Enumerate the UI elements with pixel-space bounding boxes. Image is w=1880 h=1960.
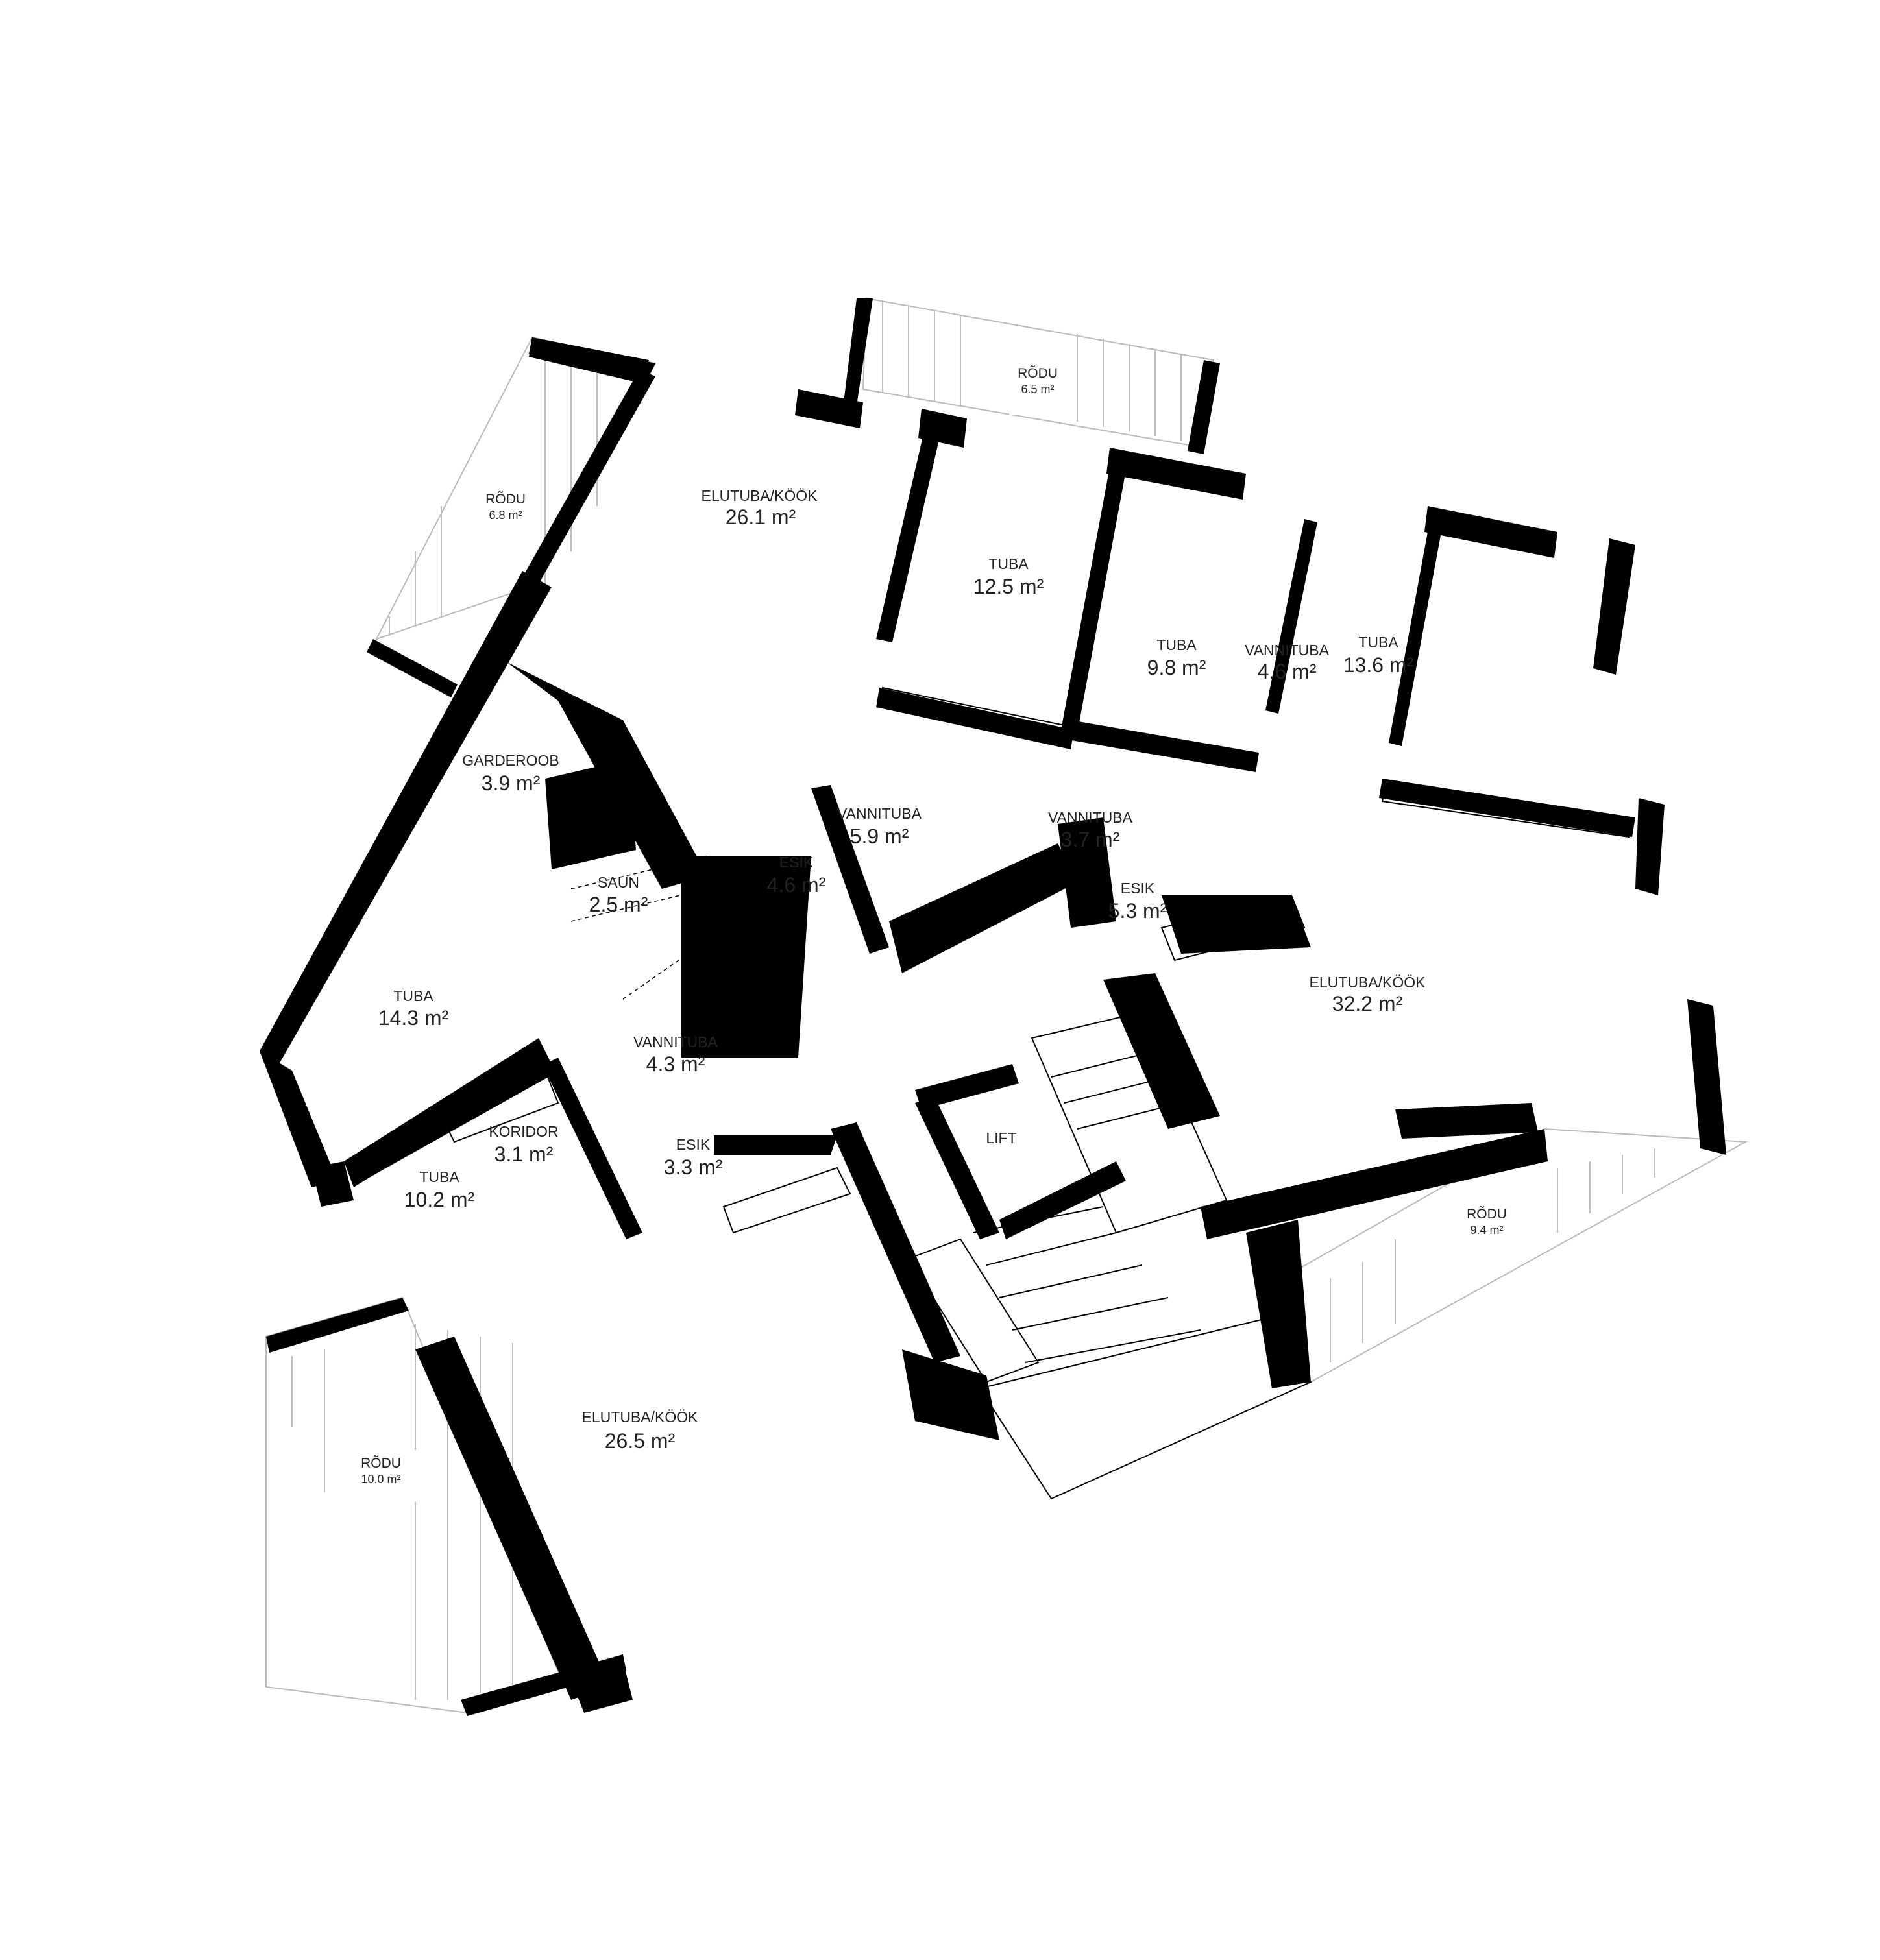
room-name: VANNITUBA	[1048, 809, 1133, 826]
room-label-tuba-north-1: TUBA 12.5 m²	[973, 555, 1044, 598]
room-name: ESIK	[779, 854, 814, 871]
room-name: ESIK	[1121, 880, 1155, 897]
room-area: 9.8 m²	[1147, 656, 1206, 679]
room-label-garderoob: GARDEROOB 3.9 m²	[462, 752, 559, 795]
room-name: TUBA	[1156, 636, 1197, 653]
balcony-area: 6.8 m²	[489, 509, 522, 522]
dashed-shower-lines	[570, 856, 708, 1000]
room-area: 3.7 m²	[1061, 828, 1120, 851]
exterior-walls	[260, 337, 1726, 1713]
room-label-vannituba-north: VANNITUBA 4.6 m²	[1245, 642, 1330, 683]
balcony-label-southwest: RÕDU 10.0 m²	[361, 1450, 435, 1502]
room-label-vannituba-center-2: VANNITUBA 3.7 m²	[1048, 809, 1133, 851]
room-name: SAUN	[598, 874, 639, 891]
room-area: 4.6 m²	[767, 873, 826, 897]
room-area: 32.2 m²	[1332, 992, 1403, 1015]
room-label-koridor: KORIDOR 3.1 m²	[489, 1123, 558, 1166]
room-label-esik-east: ESIK 5.3 m²	[1108, 880, 1167, 923]
room-name: ESIK	[676, 1136, 711, 1153]
room-area: 4.6 m²	[1258, 660, 1317, 683]
balcony-label-north: RÕDU 6.5 m²	[1009, 363, 1061, 415]
room-area: 3.1 m²	[494, 1143, 554, 1166]
room-area: 4.3 m²	[646, 1052, 705, 1076]
room-label-esik-south: ESIK 3.3 m²	[664, 1136, 723, 1179]
balcony-name: RÕDU	[485, 491, 526, 507]
room-name: VANNITUBA	[1245, 642, 1330, 659]
balcony-label-northwest: RÕDU 6.8 m²	[467, 483, 526, 535]
room-label-vannituba-west: VANNITUBA 4.3 m²	[633, 1034, 718, 1076]
room-label-elutuba-kook-north: ELUTUBA/KÖÖK 26.1 m²	[702, 487, 818, 529]
room-area: 13.6 m²	[1343, 653, 1414, 677]
room-label-tuba-west: TUBA 14.3 m²	[378, 987, 449, 1030]
room-label-saun: SAUN 2.5 m²	[589, 874, 648, 916]
balcony-name: RÕDU	[1018, 365, 1058, 381]
balcony-area: 6.5 m²	[1021, 383, 1054, 396]
balcony-name: RÕDU	[1467, 1206, 1507, 1222]
room-label-elutuba-kook-south: ELUTUBA/KÖÖK 26.5 m²	[582, 1409, 699, 1453]
room-label-tuba-northeast: TUBA 13.6 m²	[1343, 634, 1414, 677]
wardrobes	[440, 686, 1633, 1234]
balcony-label-east: RÕDU 9.4 m²	[1450, 1200, 1507, 1252]
balcony-area: 9.4 m²	[1470, 1224, 1503, 1237]
room-area: 3.9 m²	[482, 771, 541, 795]
room-area: 12.5 m²	[973, 575, 1044, 598]
room-label-vannituba-center-1: VANNITUBA 5.9 m²	[837, 805, 922, 848]
room-name: ELUTUBA/KÖÖK	[582, 1409, 699, 1425]
room-name: TUBA	[1358, 634, 1398, 651]
room-label-lift: LIFT	[986, 1130, 1016, 1146]
room-area: 10.2 m²	[404, 1188, 475, 1211]
room-name: VANNITUBA	[633, 1034, 718, 1050]
staircase	[907, 1011, 1312, 1500]
room-label-elutuba-kook-east: ELUTUBA/KÖÖK 32.2 m²	[1310, 974, 1426, 1015]
room-label-tuba-southwest: TUBA 10.2 m²	[404, 1168, 475, 1211]
room-name: LIFT	[986, 1130, 1016, 1146]
room-label-esik-center: ESIK 4.6 m²	[767, 854, 826, 897]
room-area: 5.9 m²	[850, 825, 909, 848]
room-name: TUBA	[393, 987, 433, 1004]
room-name: VANNITUBA	[837, 805, 922, 822]
room-name: ELUTUBA/KÖÖK	[702, 487, 818, 504]
room-area: 2.5 m²	[589, 893, 648, 916]
room-label-tuba-north-2: TUBA 9.8 m²	[1147, 636, 1206, 679]
room-name: TUBA	[419, 1168, 459, 1185]
balcony-name: RÕDU	[361, 1455, 401, 1471]
balcony-area: 10.0 m²	[361, 1473, 400, 1486]
room-name: ELUTUBA/KÖÖK	[1310, 974, 1426, 991]
room-name: TUBA	[988, 555, 1029, 572]
room-name: KORIDOR	[489, 1123, 558, 1140]
room-area: 3.3 m²	[664, 1155, 723, 1179]
room-area: 5.3 m²	[1108, 899, 1167, 923]
room-area: 26.1 m²	[726, 505, 796, 529]
room-area: 26.5 m²	[605, 1429, 676, 1453]
room-name: GARDEROOB	[462, 752, 559, 769]
room-area: 14.3 m²	[378, 1006, 449, 1030]
